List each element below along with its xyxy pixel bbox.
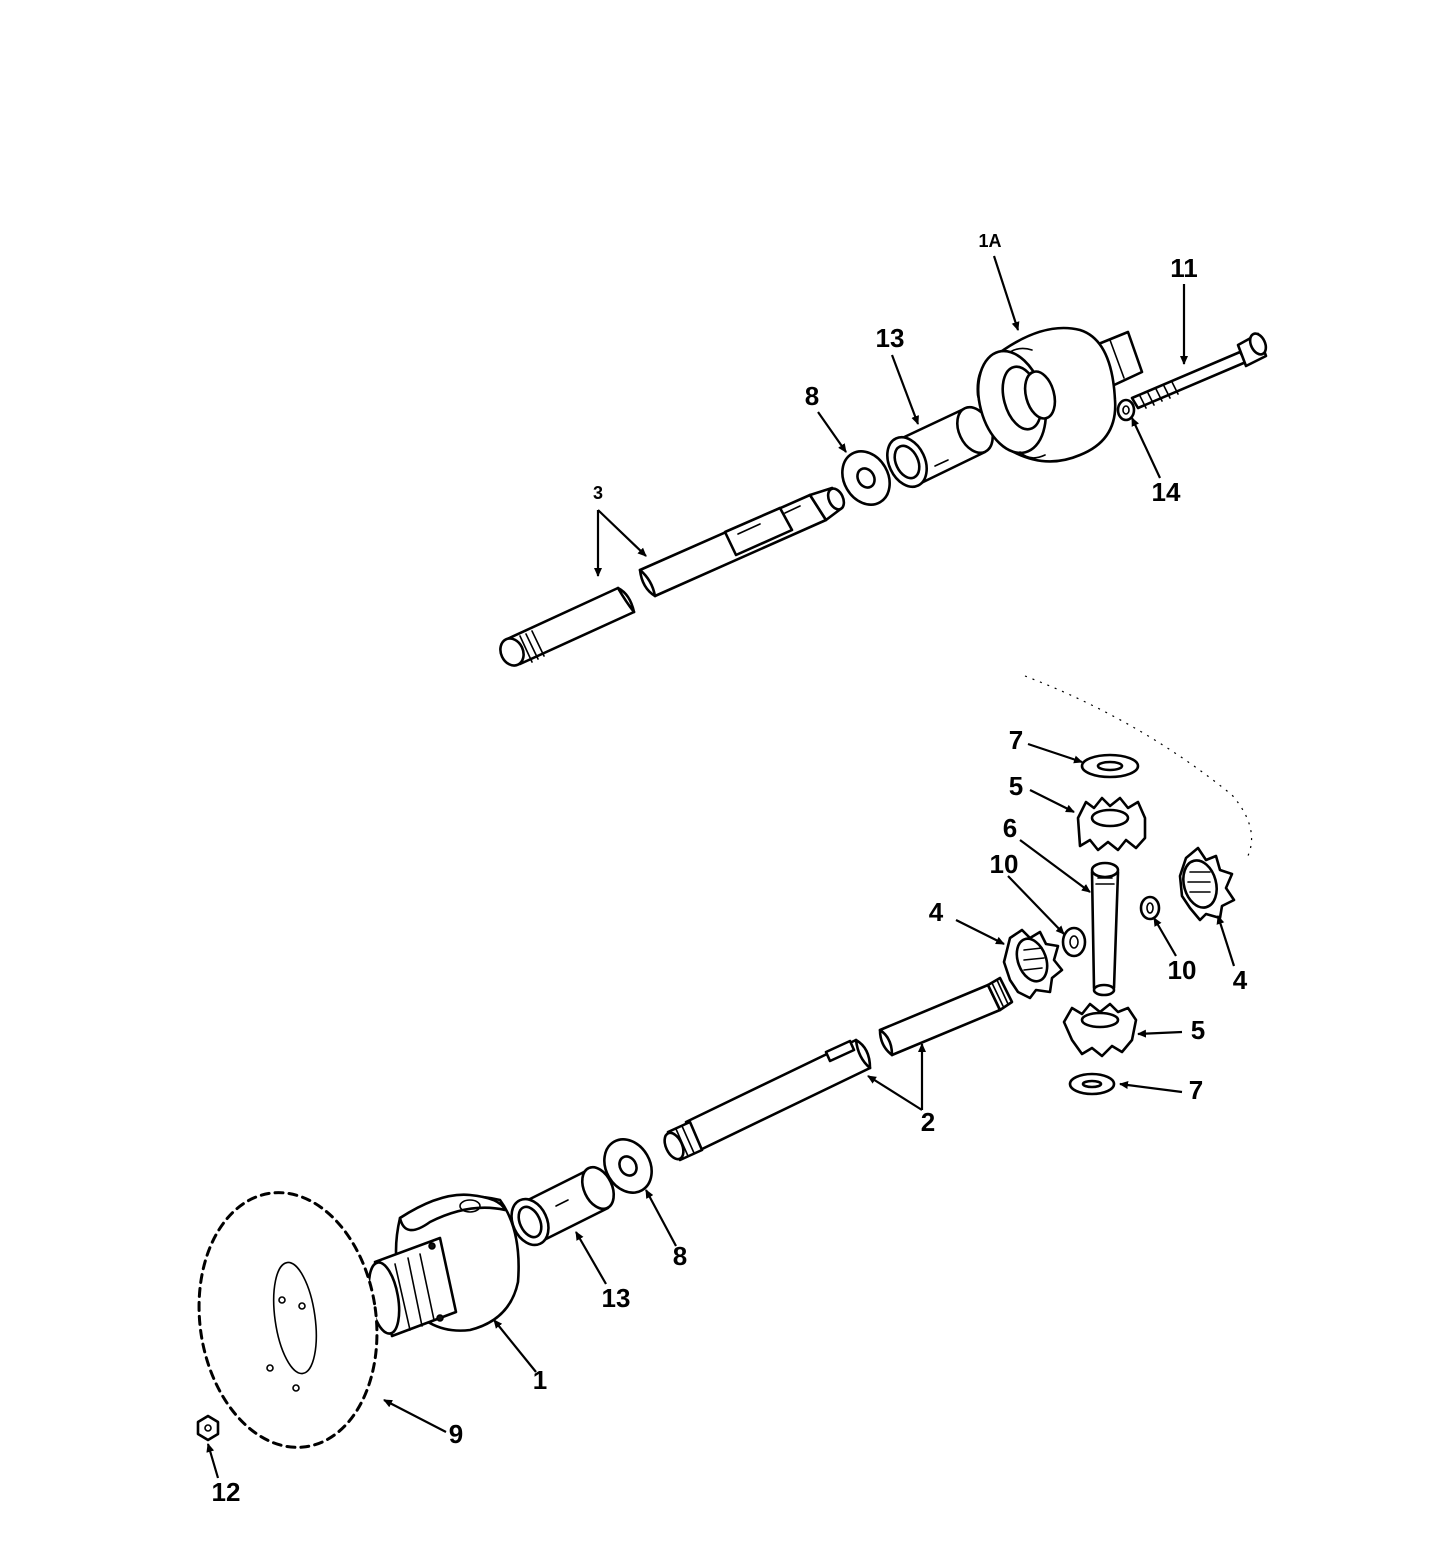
callout-8-top: 8 bbox=[805, 381, 819, 411]
part-6-cross-shaft bbox=[1090, 861, 1120, 997]
part-1a-differential-case bbox=[976, 326, 1144, 463]
part-4-side-gear-left bbox=[1002, 928, 1064, 1000]
part-7-thrust-washer-bottom bbox=[1068, 1072, 1116, 1096]
callout-5-top: 5 bbox=[1009, 771, 1023, 801]
part-13-bearing-sleeve-bottom bbox=[510, 1165, 616, 1247]
callout-14: 14 bbox=[1152, 477, 1181, 507]
leader-13-bottom bbox=[575, 1231, 607, 1285]
callout-13-top: 13 bbox=[876, 323, 905, 353]
part-3-axle-shaft bbox=[499, 486, 846, 667]
leader-4-left bbox=[955, 919, 1005, 945]
callout-4-left: 4 bbox=[929, 897, 944, 927]
leader-1a bbox=[992, 255, 1020, 331]
part-4-side-gear-right bbox=[1178, 846, 1236, 922]
leader-8-bottom bbox=[645, 1189, 677, 1247]
leader-7-bottom bbox=[1119, 1081, 1183, 1094]
callout-6: 6 bbox=[1003, 813, 1017, 843]
callout-8-bottom: 8 bbox=[673, 1241, 687, 1271]
leader-14 bbox=[1131, 417, 1161, 479]
part-10-washer-left bbox=[1061, 926, 1087, 958]
leader-4-right bbox=[1216, 915, 1236, 967]
callout-1: 1 bbox=[533, 1365, 547, 1395]
callout-10-right: 10 bbox=[1168, 955, 1197, 985]
axle-shaft-splined-segment bbox=[638, 486, 846, 598]
callout-3: 3 bbox=[593, 483, 603, 503]
callout-2: 2 bbox=[921, 1107, 935, 1137]
leader-1 bbox=[493, 1319, 537, 1373]
leader-5-top bbox=[1029, 789, 1075, 813]
part-5-pinion-gear-top bbox=[1076, 796, 1147, 852]
callout-7-top: 7 bbox=[1009, 725, 1023, 755]
callout-4-right: 4 bbox=[1233, 965, 1248, 995]
leader-10-left bbox=[1007, 875, 1065, 935]
callout-1a: 1A bbox=[978, 231, 1001, 251]
callout-11: 11 bbox=[1170, 253, 1198, 283]
axle-shaft-end-segment bbox=[499, 586, 636, 667]
callout-12: 12 bbox=[212, 1477, 241, 1507]
part-1-differential-case bbox=[367, 1193, 520, 1338]
leader-5-bottom bbox=[1137, 1029, 1183, 1038]
leader-13-top bbox=[890, 354, 920, 425]
part-11-bolt bbox=[1130, 332, 1268, 410]
leader-9 bbox=[383, 1399, 447, 1433]
callout-13-bottom: 13 bbox=[602, 1283, 631, 1313]
part-2-axle-shaft bbox=[663, 976, 1014, 1162]
callout-labels: 1A 11 13 8 14 3 7 5 6 10 4 10 4 5 7 2 8 … bbox=[212, 231, 1248, 1507]
axle-shaft-outer-segment bbox=[663, 1038, 872, 1162]
leader-2b bbox=[867, 1075, 923, 1111]
callout-10-left: 10 bbox=[990, 849, 1019, 879]
callout-5-bottom: 5 bbox=[1191, 1015, 1205, 1045]
part-7-thrust-washer-top bbox=[1080, 753, 1140, 779]
callout-9: 9 bbox=[449, 1419, 463, 1449]
leader-6 bbox=[1019, 839, 1091, 893]
leader-10-right bbox=[1153, 917, 1177, 957]
leader-lines bbox=[206, 255, 1236, 1479]
leader-3b bbox=[597, 509, 647, 557]
leader-12 bbox=[206, 1443, 220, 1479]
part-12-nut bbox=[196, 1414, 220, 1442]
callout-7-bottom: 7 bbox=[1189, 1075, 1203, 1105]
axle-shaft-inner-segment bbox=[878, 976, 1014, 1057]
part-8-thrust-washer-top bbox=[841, 450, 891, 506]
leader-7-top bbox=[1027, 742, 1083, 764]
part-14-lock-washer bbox=[1116, 398, 1136, 422]
part-10-washer-right bbox=[1139, 895, 1161, 921]
part-9-sprocket bbox=[197, 1191, 379, 1449]
part-5-pinion-gear-bottom bbox=[1062, 1002, 1138, 1058]
leader-8-top bbox=[817, 411, 847, 453]
